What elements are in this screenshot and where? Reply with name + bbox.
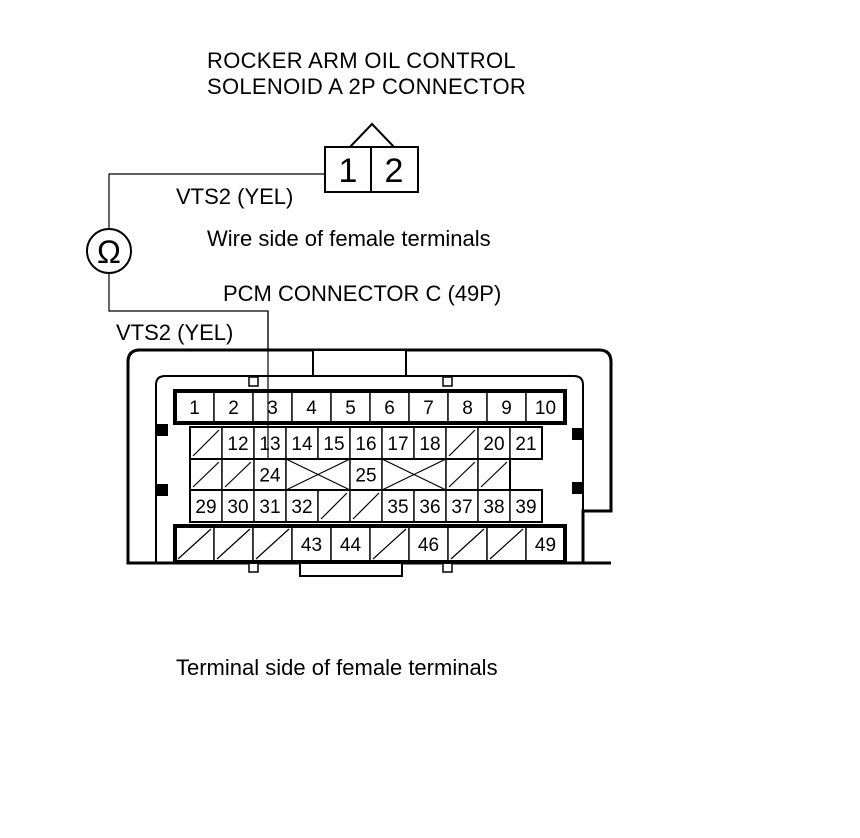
terminal-number: 32 [291, 497, 312, 518]
terminal-number: 17 [387, 434, 408, 455]
terminal-cell: 16 [349, 426, 383, 460]
terminal-number: 46 [418, 535, 439, 556]
terminal-cell [381, 458, 447, 491]
terminal-number: 10 [535, 398, 556, 419]
terminal-cell: 2 [213, 390, 254, 424]
terminal-number: 7 [423, 398, 434, 419]
terminal-number: 6 [384, 398, 395, 419]
terminal-number: 25 [355, 466, 376, 487]
terminal-cell: 14 [285, 426, 319, 460]
solenoid-2p-connector: 1 2 [324, 122, 419, 193]
wire-label-bottom: VTS2 (YEL) [116, 320, 234, 345]
terminal-number: 2 [228, 398, 239, 419]
wire-side-label: Wire side of female terminals [207, 226, 491, 251]
pcm-connector-label: PCM CONNECTOR C (49P) [223, 281, 502, 306]
terminal-number: 36 [419, 497, 440, 518]
connector-title-line2: SOLENOID A 2P CONNECTOR [207, 74, 527, 99]
terminal-cell [285, 458, 351, 491]
terminal-number: 1 [189, 398, 200, 419]
terminal-cell: 38 [477, 489, 511, 523]
terminal-cell: 30 [221, 489, 255, 523]
terminal-number: 21 [515, 434, 536, 455]
terminal-cell: 15 [317, 426, 351, 460]
terminal-number: 9 [501, 398, 512, 419]
pin-2-label: 2 [385, 152, 404, 190]
terminal-number: 38 [483, 497, 504, 518]
terminal-number: 35 [387, 497, 408, 518]
terminal-number: 3 [267, 398, 278, 419]
terminal-number: 20 [483, 434, 504, 455]
ohmmeter-icon [86, 228, 132, 274]
terminal-number: 24 [259, 466, 281, 487]
terminal-cell [213, 525, 254, 563]
terminal-number: 49 [535, 535, 556, 556]
terminal-cell: 31 [253, 489, 287, 523]
terminal-cell: 39 [509, 489, 543, 523]
terminal-number: 43 [301, 535, 322, 556]
terminal-cell: 35 [381, 489, 415, 523]
wire-label-top: VTS2 (YEL) [176, 184, 294, 209]
terminal-number: 18 [419, 434, 440, 455]
terminal-cell: 32 [285, 489, 319, 523]
terminal-cell: 24 [253, 458, 287, 491]
terminal-number: 12 [227, 434, 248, 455]
terminal-cell: 1 [174, 390, 215, 424]
terminal-cell: 44 [330, 525, 371, 563]
terminal-number: 5 [345, 398, 356, 419]
ohm-symbol: Ω [97, 234, 121, 270]
terminal-cell [189, 458, 223, 491]
terminal-cell: 43 [291, 525, 332, 563]
terminal-cell: 7 [408, 390, 449, 424]
terminal-number: 4 [306, 398, 317, 419]
terminal-cell [349, 489, 383, 523]
terminal-number: 39 [515, 497, 536, 518]
terminal-number: 29 [195, 497, 216, 518]
terminal-cell: 6 [369, 390, 410, 424]
terminal-number: 16 [355, 434, 376, 455]
terminal-cell: 10 [525, 390, 566, 424]
terminal-cell: 29 [189, 489, 223, 523]
terminal-number: 14 [291, 434, 313, 455]
terminal-number: 37 [451, 497, 472, 518]
terminal-cell [174, 525, 215, 563]
terminal-cell: 3 [252, 390, 293, 424]
terminal-cell: 25 [349, 458, 383, 491]
terminal-cell: 17 [381, 426, 415, 460]
terminal-cell: 9 [486, 390, 527, 424]
terminal-cell [445, 458, 479, 491]
terminal-cell: 18 [413, 426, 447, 460]
terminal-cell: 8 [447, 390, 488, 424]
terminal-cell: 49 [525, 525, 566, 563]
terminal-number: 31 [259, 497, 280, 518]
terminal-cell [252, 525, 293, 563]
terminal-cell [486, 525, 527, 563]
terminal-cell [447, 525, 488, 563]
test-lead: Ω [86, 173, 325, 460]
pin-1-label: 1 [339, 152, 358, 190]
terminal-cell: 46 [408, 525, 449, 563]
terminal-number: 8 [462, 398, 473, 419]
terminal-cell [369, 525, 410, 563]
terminal-cell [445, 426, 479, 460]
terminal-cell [189, 426, 223, 460]
terminal-cell: 21 [509, 426, 543, 460]
terminal-cell: 37 [445, 489, 479, 523]
terminal-cell: 4 [291, 390, 332, 424]
terminal-number: 13 [259, 434, 280, 455]
terminal-side-label: Terminal side of female terminals [176, 655, 498, 680]
terminal-number: 15 [323, 434, 344, 455]
terminal-number: 30 [227, 497, 248, 518]
terminal-cell: 5 [330, 390, 371, 424]
terminal-cell [317, 489, 351, 523]
terminal-cell: 20 [477, 426, 511, 460]
terminal-cell [477, 458, 511, 491]
connector-title-line1: ROCKER ARM OIL CONTROL [207, 48, 516, 73]
terminal-cell: 13 [253, 426, 287, 460]
terminal-cell: 36 [413, 489, 447, 523]
terminal-cell: 12 [221, 426, 255, 460]
terminal-number: 44 [340, 535, 362, 556]
terminal-cell [221, 458, 255, 491]
